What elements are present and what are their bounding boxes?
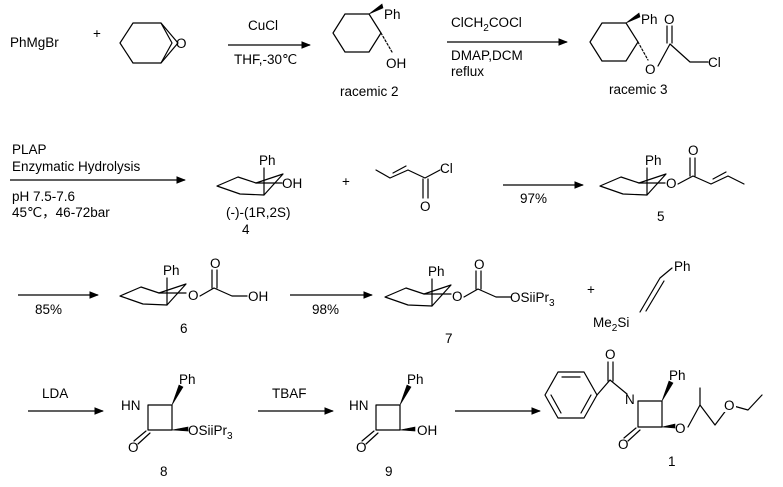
svg-text:OH: OH xyxy=(282,176,302,191)
cyclohexene-oxide: O xyxy=(119,22,187,64)
label-8: 8 xyxy=(160,464,168,479)
label-6: 6 xyxy=(180,321,188,336)
reaction-arrow-98: 98% xyxy=(290,291,373,317)
svg-text:Cl: Cl xyxy=(440,161,453,176)
label-5: 5 xyxy=(657,209,665,224)
svg-text:Ph: Ph xyxy=(669,368,686,383)
svg-text:O: O xyxy=(724,398,735,413)
svg-text:Me2Si: Me2Si xyxy=(593,315,629,334)
svg-text:O: O xyxy=(188,288,199,303)
svg-text:THF,-30℃: THF,-30℃ xyxy=(234,52,297,67)
label-1: 1 xyxy=(668,454,676,469)
plus-sign-2: + xyxy=(342,174,350,189)
compound-racemic-3: Ph O O Cl racemic 3 xyxy=(589,12,721,97)
compound-7: Ph O O OSiiPr3 7 xyxy=(384,257,555,346)
svg-text:O: O xyxy=(688,143,699,158)
svg-text:TBAF: TBAF xyxy=(272,386,307,401)
svg-text:OH: OH xyxy=(248,289,268,304)
svg-text:N: N xyxy=(625,392,635,407)
svg-text:OSiiPr3: OSiiPr3 xyxy=(510,290,555,309)
svg-text:Ph: Ph xyxy=(674,259,691,274)
svg-text:OH: OH xyxy=(417,423,437,438)
plus-sign-1: + xyxy=(93,26,101,41)
label-racemic-2: racemic 2 xyxy=(340,84,399,99)
dimethylsilyl-styrene: Ph Me2Si xyxy=(593,259,691,334)
svg-text:Ph: Ph xyxy=(407,372,424,387)
svg-text:Enzymatic Hydrolysis: Enzymatic Hydrolysis xyxy=(12,159,141,174)
reaction-arrow-2: ClCH2COCl DMAP,DCM reflux xyxy=(447,15,568,79)
svg-text:O: O xyxy=(210,256,221,271)
compound-9: Ph OH O HN 9 xyxy=(349,372,437,479)
svg-text:O: O xyxy=(645,62,656,77)
svg-text:Ph: Ph xyxy=(641,12,658,27)
svg-text:O: O xyxy=(618,437,629,452)
compound-6: Ph O O OH 6 xyxy=(119,256,268,336)
compound-4: Ph OH (-)-(1R,2S) 4 xyxy=(216,153,302,237)
label-stereo: (-)-(1R,2S) xyxy=(226,205,291,220)
svg-text:LDA: LDA xyxy=(42,386,68,401)
enzymatic-arrow: PLAP Enzymatic Hydrolysis pH 7.5-7.6 45℃… xyxy=(10,142,186,220)
label-4: 4 xyxy=(242,222,250,237)
svg-text:Ph: Ph xyxy=(384,7,401,22)
label-9: 9 xyxy=(385,464,393,479)
svg-text:Ph: Ph xyxy=(259,153,276,168)
svg-text:O: O xyxy=(356,440,367,455)
svg-text:Ph: Ph xyxy=(163,263,180,278)
svg-text:Ph: Ph xyxy=(428,264,445,279)
reaction-arrow-lda: LDA xyxy=(28,386,104,415)
compound-racemic-2: Ph OH racemic 2 xyxy=(332,3,406,99)
svg-text:97%: 97% xyxy=(520,191,547,206)
compound-8: Ph OSiiPr3 O HN 8 xyxy=(121,372,233,479)
svg-text:reflux: reflux xyxy=(451,64,484,79)
svg-text:45℃，46-72bar: 45℃，46-72bar xyxy=(12,205,110,220)
crotonyl-chloride: O Cl xyxy=(375,161,453,214)
svg-text:O: O xyxy=(452,289,463,304)
svg-text:O: O xyxy=(675,421,686,436)
svg-text:Ph: Ph xyxy=(179,372,196,387)
svg-text:HN: HN xyxy=(349,398,369,413)
svg-text:O: O xyxy=(664,12,675,27)
svg-text:DMAP,DCM: DMAP,DCM xyxy=(451,48,523,63)
svg-text:O: O xyxy=(176,36,187,51)
svg-text:O: O xyxy=(605,347,616,362)
reaction-arrow-85: 85% xyxy=(18,291,99,317)
compound-1: O HN N Ph O O O 1 xyxy=(544,347,763,469)
svg-text:ClCH2COCl: ClCH2COCl xyxy=(451,15,522,34)
phmgbr-reagent: PhMgBr xyxy=(10,35,59,50)
svg-text:OSiiPr3: OSiiPr3 xyxy=(188,423,233,442)
svg-text:PLAP: PLAP xyxy=(12,142,47,157)
compound-5: Ph O O 5 xyxy=(599,143,745,224)
svg-text:O: O xyxy=(420,199,431,214)
svg-text:OH: OH xyxy=(386,56,406,71)
svg-text:98%: 98% xyxy=(312,302,339,317)
svg-text:85%: 85% xyxy=(35,302,62,317)
svg-text:CuCl: CuCl xyxy=(248,18,278,33)
svg-text:O: O xyxy=(128,440,139,455)
svg-text:O: O xyxy=(666,176,677,191)
svg-text:pH 7.5-7.6: pH 7.5-7.6 xyxy=(12,189,75,204)
svg-text:Ph: Ph xyxy=(645,153,662,168)
label-7: 7 xyxy=(445,331,453,346)
reaction-arrow-tbaf: TBAF xyxy=(258,386,334,415)
plus-sign-3: + xyxy=(587,282,595,297)
label-racemic-3: racemic 3 xyxy=(609,82,668,97)
reaction-arrow-97: 97% xyxy=(503,181,584,206)
reaction-arrow-1: CuCl THF,-30℃ xyxy=(228,18,311,67)
svg-text:O: O xyxy=(474,257,485,272)
svg-text:HN: HN xyxy=(121,398,141,413)
svg-text:Cl: Cl xyxy=(708,55,721,70)
